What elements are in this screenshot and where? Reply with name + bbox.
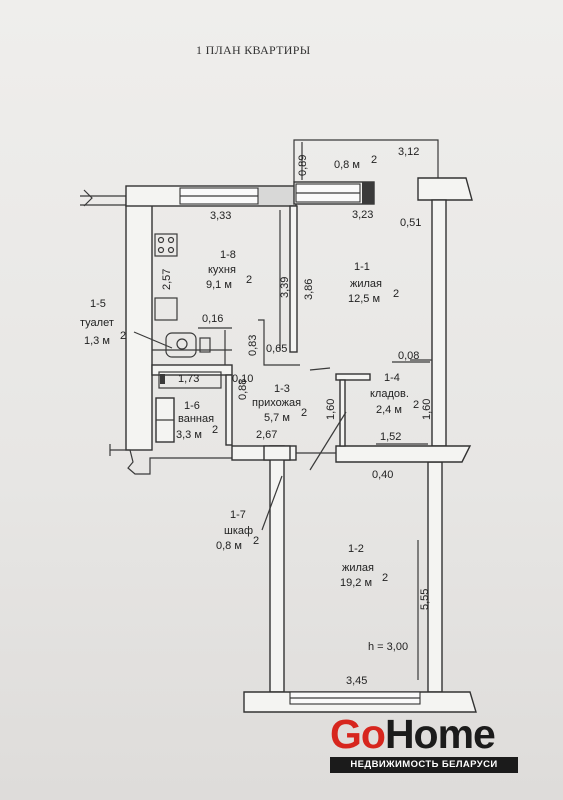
dim-3-12: 3,12 [398,146,419,158]
wall-detail [160,374,165,384]
living2-left-wall [269,445,285,693]
stove-burner [157,236,165,244]
dim-5-55: 5,55 [419,589,431,610]
kitchen-sink [154,297,178,321]
dim-3-39: 3,39 [279,277,291,298]
dim-1-73: 1,73 [178,373,199,385]
dim-3-45: 3,45 [346,675,367,687]
balcony-area: 0,8 м [334,159,360,171]
room-bath-area-sup: 2 [212,424,218,436]
right-wall-upper [431,199,447,447]
bath-upper-box [158,371,222,389]
room-living1-area-sup: 2 [393,288,399,300]
dim-0-89: 0,89 [297,155,309,176]
plan-title: 1 ПЛАН КВАРТИРЫ [196,43,311,57]
dim-1-52: 1,52 [380,431,401,443]
storage-wall-left [339,379,346,447]
room-closet-name: шкаф [224,525,253,537]
dim-0-83: 0,83 [247,335,259,356]
bath-wall-right [225,374,233,446]
room-living1-id: 1-1 [354,261,370,273]
room-living2-name: жилая [342,562,374,574]
dim-3-33: 3,33 [210,210,231,222]
room-toilet-id: 1-5 [90,298,106,310]
dim-3-86: 3,86 [303,279,315,300]
room-bath-id: 1-6 [184,400,200,412]
room-living1-area: 12,5 м [348,293,380,305]
dim-0-10: 0,10 [232,373,253,385]
dim-0-16: 0,16 [202,313,223,325]
dim-0-65: 0,65 [266,343,287,355]
ceiling-height: h = 3,00 [368,641,408,653]
room-kitchen-area: 9,1 м [206,279,232,291]
wall-living2-top-right [335,445,472,463]
wall-toilet-bath [151,364,233,376]
partition-kitchen-living [289,205,298,353]
dim-1-60-right: 1,60 [421,399,433,420]
room-living1-name: жилая [350,278,382,290]
storage-wall-top [335,373,371,381]
hall-partition-2 [309,367,331,371]
room-storage-id: 1-4 [384,372,400,384]
room-closet-area-sup: 2 [253,535,259,547]
toilet-fixture [165,332,197,358]
dim-2-57: 2,57 [161,269,173,290]
room-toilet-area-sup: 2 [120,330,126,342]
hall-partition [258,319,300,366]
room-living2-id: 1-2 [348,543,364,555]
dim-0-40: 0,40 [372,469,393,481]
room-kitchen-area-sup: 2 [246,274,252,286]
outer-wall-left [125,204,153,451]
room-hall-area-sup: 2 [301,407,307,419]
room-kitchen-id: 1-8 [220,249,236,261]
closet-pointer [309,411,347,471]
logo-tagline: НЕДВИЖИМОСТЬ БЕЛАРУСИ [330,757,518,773]
dim-1-60-left: 1,60 [325,399,337,420]
room-storage-area: 2,4 м [376,404,402,416]
room-bath-name: ванная [178,413,214,425]
wall-pier [362,182,374,204]
room-toilet-name: туалет [80,317,114,329]
balcony-outline [293,139,439,182]
dim-0-51: 0,51 [400,217,421,229]
dim-3-23: 3,23 [352,209,373,221]
room-hall-area: 5,7 м [264,412,290,424]
toilet-tank [199,337,211,353]
room-closet-id: 1-7 [230,509,246,521]
room-hall-id: 1-3 [274,383,290,395]
dim-2-67: 2,67 [256,429,277,441]
logo-wordmark: GoHome [330,711,496,757]
toilet-leader [133,331,173,349]
living2-left-wall-cap [263,445,291,461]
room-storage-name: кладов. [370,388,409,400]
toilet-bowl [176,338,188,350]
break-mark-left [83,189,93,207]
wall-pier-2 [258,186,294,206]
room-toilet-area: 1,3 м [84,335,110,347]
room-storage-area-sup: 2 [413,399,419,411]
stove-burner [167,236,175,244]
logo-go: Go [330,711,386,757]
stove-burner [167,246,175,254]
room-bath-area: 3,3 м [176,429,202,441]
balcony-area-sup: 2 [371,154,377,166]
room-hall-name: прихожая [252,397,301,409]
logo-home: Home [384,711,496,757]
outer-wall-bottom-left [110,449,235,475]
dim-0-88: 0,88 [237,379,249,400]
right-wall-lower [427,461,443,693]
gohome-logo: GoHome НЕДВИЖИМОСТЬ БЕЛАРУСИ [330,712,518,774]
stove [154,233,178,257]
right-column-top [417,177,473,201]
dim-0-08: 0,08 [398,350,419,362]
room-living2-area: 19,2 м [340,577,372,589]
stove-burner [157,246,165,254]
closet-leader [261,475,283,531]
room-living2-area-sup: 2 [382,572,388,584]
room-kitchen-name: кухня [208,264,236,276]
room-closet-area: 0,8 м [216,540,242,552]
